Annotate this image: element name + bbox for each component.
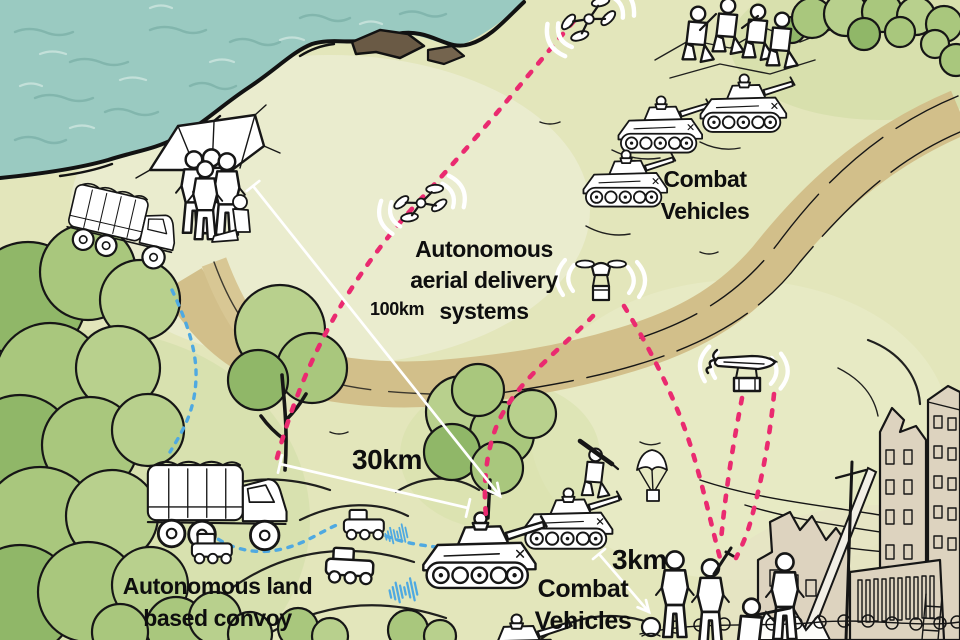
crouching-soldier (732, 597, 792, 640)
trees-top-right (777, 0, 960, 78)
label-line: Autonomous land (122, 573, 313, 599)
sea (0, 0, 524, 180)
aerial-route (621, 303, 723, 561)
measure-100km (245, 179, 502, 499)
base-camp (61, 104, 281, 274)
camp-soldiers (174, 148, 251, 243)
label-line: Autonomous (415, 236, 553, 262)
rifle (712, 546, 735, 576)
aerial-route (733, 391, 777, 561)
label-line: Vehicles (534, 607, 632, 635)
label-combat-vehicles-top: Combat Vehicles (646, 163, 764, 227)
scaffold (921, 593, 943, 640)
measure-3km (591, 547, 651, 615)
label-line: Combat (537, 575, 629, 603)
land-route (198, 521, 344, 554)
power-pole (844, 460, 854, 640)
label-line: based convoy (143, 605, 292, 631)
sitting-soldier (211, 194, 251, 243)
label-combat-vehicles-bottom: Combat Vehicles (508, 573, 658, 637)
land-convoy (146, 288, 438, 607)
label-land-convoy: Autonomous land based convoy (90, 570, 345, 634)
label-line: Combat (663, 166, 747, 192)
distance-30km: 30km (352, 444, 423, 475)
infantry-squad (640, 546, 806, 640)
measurement-lines (245, 179, 651, 615)
parachute-drop (636, 449, 668, 502)
forest-left (0, 222, 458, 640)
coastline (0, 0, 526, 180)
helmet (640, 616, 662, 638)
distance-100km: 100km (370, 299, 425, 319)
overwatch-soldiers (681, 0, 799, 70)
land-route (384, 534, 438, 549)
label-line: Vehicles (660, 198, 750, 224)
aerial-route (482, 313, 596, 519)
fallen-beam (798, 466, 878, 640)
label-line: aerial delivery (410, 267, 558, 293)
rpg-soldier (577, 438, 620, 499)
label-line: systems (439, 298, 529, 324)
label-aerial-delivery: Autonomous aerial delivery systems (398, 234, 570, 327)
measure-30km (276, 453, 472, 519)
distance-3km: 3km (612, 544, 667, 575)
land-route (168, 288, 198, 454)
rifle (750, 606, 792, 618)
ruined-town (639, 384, 960, 640)
